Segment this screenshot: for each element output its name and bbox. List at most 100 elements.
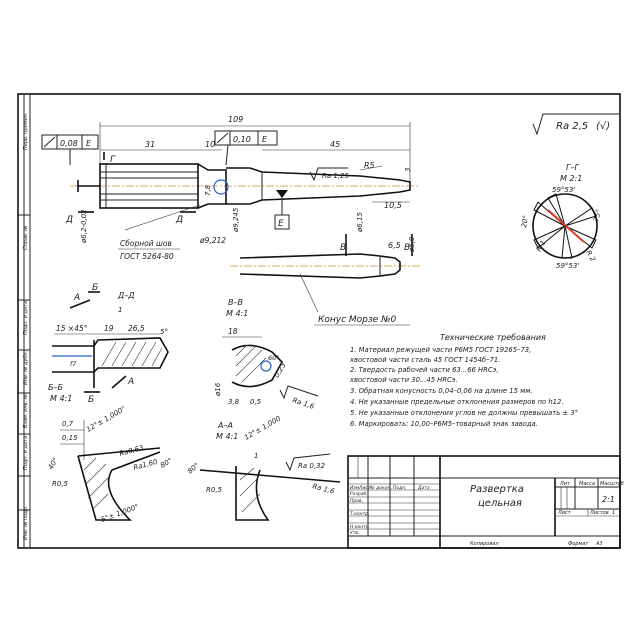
side-label-5: Взам. инв. № [23, 394, 29, 428]
tolerance-center-value: 0,10 [233, 135, 251, 144]
bb2-ra16: Ra 1,6 [291, 396, 315, 411]
morse-taper-label: Конус Морзе №0 [318, 315, 396, 325]
sheet-frame [17, 93, 621, 549]
dim-59: ø5,9 [408, 236, 416, 253]
runout-icon-center [216, 132, 229, 144]
side-label-1: Перв. примен. [23, 112, 29, 150]
tb-sign: Подп. [393, 485, 407, 491]
dim-r5: R5 [364, 161, 375, 170]
tb-sheets: Листов [589, 510, 609, 516]
tb-checked: Пров. [350, 498, 363, 504]
aa-ang80: 80° [186, 461, 201, 475]
dl-07: 0,7 [62, 420, 74, 428]
dim-615: ø6,15 [356, 212, 364, 233]
tb-doc: № докум. [369, 485, 392, 491]
bb2-ang60: 60° [268, 354, 280, 362]
section-gg-scale: М 2:1 [560, 174, 582, 183]
side-label-7: Инв. № подл. [23, 506, 29, 541]
dl-angle12: 12°± 1,000° [85, 405, 127, 434]
aa-ra16: Ra 1,6 [311, 482, 335, 496]
tb-sheets-value: 1 [612, 510, 615, 516]
tb-sheet: Лист [557, 510, 572, 516]
side-label-4: Инв. № дубл. [23, 351, 29, 385]
tech-item-1: 1. Материал режущей части Р6М5 ГОСТ 1926… [350, 346, 531, 354]
tb-format: Формат [568, 541, 589, 547]
bb2-dim-38: 3,8 [228, 398, 240, 406]
tech-item-2: хвостовой части сталь 45 ГОСТ 1454б–71. [349, 356, 500, 364]
dl-ang80: 80° [159, 457, 174, 470]
dl-ra160: Ra1,60 [132, 458, 158, 472]
dl-r05: R0,5 [52, 480, 69, 488]
tb-ncontrol: Н.контр. [350, 524, 370, 530]
dim-65: 6,5 [388, 241, 401, 250]
tech-title: Технические требования [440, 333, 546, 342]
aa-angle12: 12°± 1,000 [243, 414, 283, 441]
tech-item-3: 2. Твердость рабочей части 63...66 HRCэ, [350, 366, 499, 374]
bb2-title: В–В [228, 298, 243, 307]
tb-lit: Лит [559, 481, 571, 487]
bb2-dim-16: ø16 [214, 382, 222, 397]
bb2-r023: 0,23 [273, 361, 288, 379]
section-bb2: В–В М 4:1 18 0,23 60° ø16 3,8 0,5 Ra 1,6 [214, 298, 319, 411]
tb-mass: Масса [579, 481, 595, 487]
aa-r05: R0,5 [206, 486, 223, 494]
dl-ang40: 40° [47, 456, 60, 471]
dim-45: 45 [330, 140, 340, 149]
tb-scale-value: 2:1 [602, 495, 615, 504]
tech-item-5: 3. Обратная конусность 0,04–0,06 на длин… [350, 387, 532, 395]
dim-9245: ø9,245 [232, 207, 240, 233]
ra-125: Ra 1,25 [322, 172, 350, 180]
runout-icon [43, 136, 56, 148]
tb-tcontrol: Т.контр. [350, 511, 370, 517]
section-dd: Б Д–Д А 15 ×45° 19 26,5 5° 1 f7 Б–Б М 4:… [48, 283, 169, 405]
tolerance-left-datum: E [86, 139, 92, 148]
gg-angle-top: 59°53' [552, 186, 575, 194]
tb-name-2: цельная [478, 498, 522, 509]
dim-3: 3 [404, 168, 412, 172]
bb2-dim-18: 18 [228, 327, 238, 336]
tb-copied: Копировал [470, 541, 499, 547]
section-d-left: Д [65, 215, 73, 225]
dd-angle-5: 5° [160, 328, 168, 336]
tb-name-1: Развертка [470, 484, 524, 495]
aa-scale: М 4:1 [216, 432, 238, 441]
dim-109: 109 [228, 115, 243, 124]
dd-title: Д–Д [117, 291, 135, 300]
dd-dim-19: 19 [104, 324, 114, 333]
weld-note-1: Сборной шов [120, 239, 172, 248]
morse-taper-view: 6,5 ø5,9 Конус Морзе №0 [230, 236, 420, 326]
weld-note-2: ГОСТ 5264-80 [120, 252, 174, 261]
dl-015: 0,15 [62, 434, 78, 442]
reamer-shank [226, 167, 411, 205]
section-b-right: В [404, 243, 410, 253]
gg-angle-left: 20° [520, 215, 530, 229]
section-gg: Г–Г М 2:1 59°53' 75° 59°53' 20° R 1 R 2 [520, 163, 603, 270]
detail-aa: А–А М 4:1 12°± 1,000 1 Ra 0,32 Ra 1,6 80… [186, 414, 341, 521]
gg-angle-right: 75° [592, 208, 603, 222]
datum-triangle [276, 190, 288, 198]
side-label-3: Подп. и дата [23, 301, 29, 335]
tech-item-8: 6. Маркировать: 10,00–Р6М5–товарный знак… [350, 420, 538, 428]
dim-d6: ø6,2-0,02 [80, 209, 88, 244]
side-label-6: Подп. и дата [23, 436, 29, 470]
gg-angle-bottom: 59°53' [556, 262, 579, 270]
dd-dim-265: 26,5 [128, 324, 145, 333]
dd-one: 1 [118, 306, 122, 314]
dd-dim-15: 15 ×45° [56, 324, 88, 333]
tolerance-center-datum: E [262, 135, 268, 144]
title-block: Изм Лист № докум. Подп. Дата Разраб. Про… [347, 455, 624, 549]
weld-circle [213, 179, 229, 195]
section-g-label: Г [110, 155, 116, 165]
dd-b-bottom: Б [88, 395, 94, 405]
tb-developed: Разраб. [350, 491, 368, 497]
dim-31: 31 [145, 140, 155, 149]
dim-78: 7,8 [204, 184, 212, 196]
gg-r2: R 2 [584, 249, 597, 263]
bb2-scale: М 4:1 [226, 309, 248, 318]
dd-b-top: Б [92, 283, 98, 293]
tolerance-left-value: 0,08 [60, 139, 78, 148]
datum-e-box [274, 214, 290, 230]
tolerance-frame-center [214, 130, 278, 146]
